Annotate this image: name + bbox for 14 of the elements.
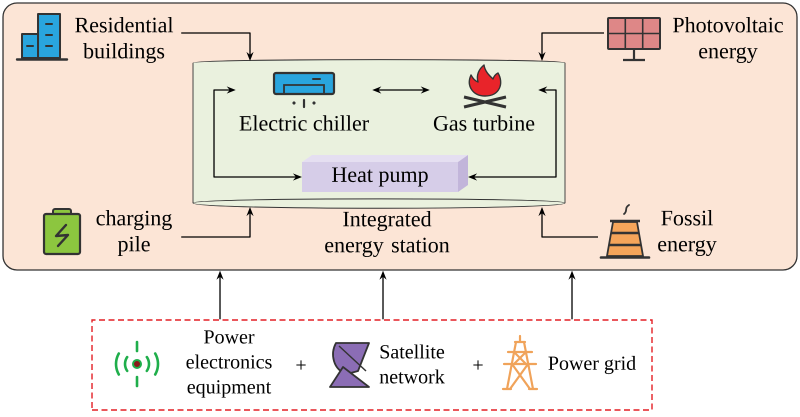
node-label: Gas turbine <box>434 115 534 131</box>
node-label: charging pile <box>96 210 172 256</box>
node-label: Residential buildings <box>75 17 174 63</box>
plus-sign: + <box>473 360 483 370</box>
node-label: Photovoltaic energy <box>673 17 783 63</box>
node-label: Electric chiller <box>240 115 369 131</box>
node-label: Satellite network <box>380 344 445 384</box>
node-label: Integrated energy station <box>325 211 450 257</box>
dashed-box <box>91 319 653 411</box>
node-label: Power electronics equipment <box>186 330 272 398</box>
node-label: Fossil energy <box>658 210 717 256</box>
node-label: Power grid <box>548 356 636 374</box>
cuboid: Heat pump <box>302 155 468 192</box>
plus-sign: + <box>296 360 306 370</box>
